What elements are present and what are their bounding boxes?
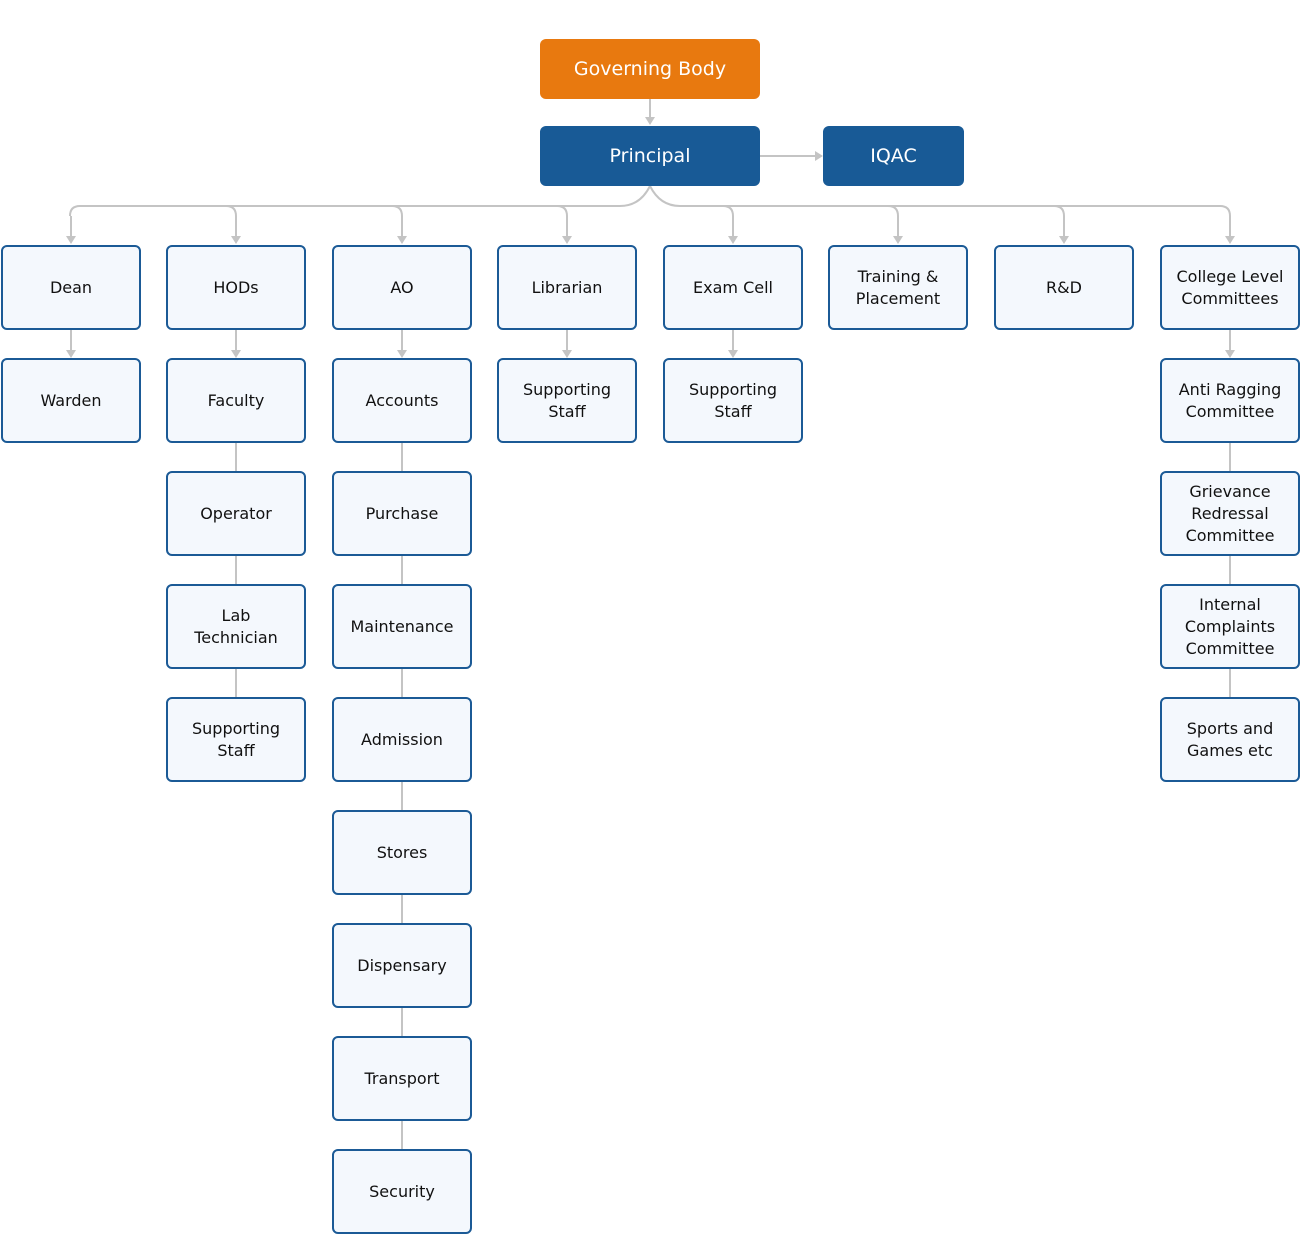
arrow-drop-2 bbox=[397, 236, 407, 244]
node-supporting-staff-librarian[interactable]: Supporting Staff bbox=[497, 358, 637, 443]
node-hods[interactable]: HODs bbox=[166, 245, 306, 330]
connector-drop-6 bbox=[1053, 205, 1065, 236]
arrow-principal-iqac bbox=[815, 151, 823, 161]
node-maintenance-ao[interactable]: Maintenance bbox=[332, 584, 472, 669]
principal-node[interactable]: Principal bbox=[540, 126, 760, 186]
node-anti-ragging-committee-college-level-committees[interactable]: Anti Ragging Committee bbox=[1160, 358, 1300, 443]
node-dispensary-ao[interactable]: Dispensary bbox=[332, 923, 472, 1008]
arrow-drop-6 bbox=[1059, 236, 1069, 244]
arrow-drop-5 bbox=[893, 236, 903, 244]
connector-drop-5 bbox=[887, 205, 899, 236]
node-transport-ao[interactable]: Transport bbox=[332, 1036, 472, 1121]
connector-drop-4 bbox=[722, 205, 734, 236]
connector-drop-3 bbox=[556, 205, 568, 236]
arrow-drop-7 bbox=[1225, 236, 1235, 244]
node-ao[interactable]: AO bbox=[332, 245, 472, 330]
iqac-node[interactable]: IQAC bbox=[823, 126, 964, 186]
node-lab-technician-hods[interactable]: Lab Technician bbox=[166, 584, 306, 669]
node-dean[interactable]: Dean bbox=[1, 245, 141, 330]
arrow-drop-4 bbox=[728, 236, 738, 244]
node-exam-cell[interactable]: Exam Cell bbox=[663, 245, 803, 330]
node-warden-dean[interactable]: Warden bbox=[1, 358, 141, 443]
node-grievance-redressal-committee-college-level-committees[interactable]: Grievance Redressal Committee bbox=[1160, 471, 1300, 556]
arrow-governing-principal bbox=[645, 117, 655, 125]
node-admission-ao[interactable]: Admission bbox=[332, 697, 472, 782]
node-randd[interactable]: R&D bbox=[994, 245, 1134, 330]
node-accounts-ao[interactable]: Accounts bbox=[332, 358, 472, 443]
arrow-col1-row0 bbox=[231, 350, 241, 358]
connector-drop-1 bbox=[225, 205, 237, 236]
connector-drop-2 bbox=[391, 205, 403, 236]
node-librarian[interactable]: Librarian bbox=[497, 245, 637, 330]
connector-bus-right bbox=[649, 185, 1231, 217]
arrow-drop-1 bbox=[231, 236, 241, 244]
node-internal-complaints-committee-college-level-committees[interactable]: Internal Complaints Committee bbox=[1160, 584, 1300, 669]
arrow-col0-row0 bbox=[66, 350, 76, 358]
node-operator-hods[interactable]: Operator bbox=[166, 471, 306, 556]
arrow-drop-0 bbox=[66, 236, 76, 244]
node-training-and-placement[interactable]: Training & Placement bbox=[828, 245, 968, 330]
node-supporting-staff-hods[interactable]: Supporting Staff bbox=[166, 697, 306, 782]
governing-body-node[interactable]: Governing Body bbox=[540, 39, 760, 99]
node-sports-and-games-etc-college-level-committees[interactable]: Sports and Games etc bbox=[1160, 697, 1300, 782]
node-stores-ao[interactable]: Stores bbox=[332, 810, 472, 895]
arrow-drop-3 bbox=[562, 236, 572, 244]
connector-bus-left bbox=[69, 185, 651, 217]
node-faculty-hods[interactable]: Faculty bbox=[166, 358, 306, 443]
arrow-col4-row0 bbox=[728, 350, 738, 358]
node-college-level-committees[interactable]: College Level Committees bbox=[1160, 245, 1300, 330]
node-security-ao[interactable]: Security bbox=[332, 1149, 472, 1234]
arrow-col7-row0 bbox=[1225, 350, 1235, 358]
arrow-col3-row0 bbox=[562, 350, 572, 358]
node-purchase-ao[interactable]: Purchase bbox=[332, 471, 472, 556]
node-supporting-staff-exam-cell[interactable]: Supporting Staff bbox=[663, 358, 803, 443]
arrow-col2-row0 bbox=[397, 350, 407, 358]
